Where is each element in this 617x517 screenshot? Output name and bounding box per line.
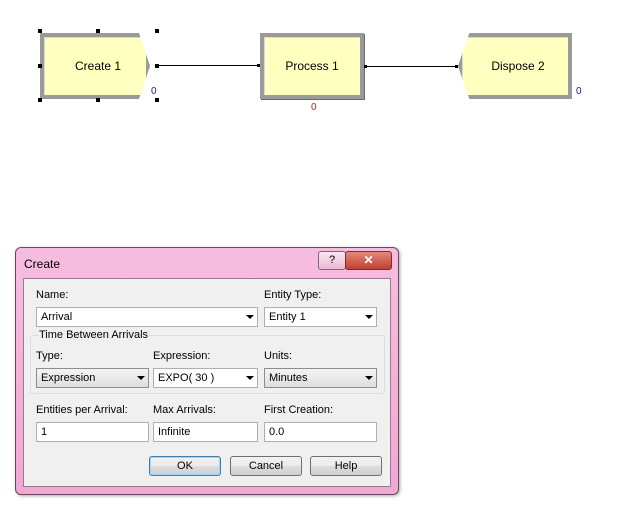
type-label: Type: xyxy=(36,350,63,362)
chevron-down-icon[interactable] xyxy=(246,376,254,380)
entities-per-arrival-input[interactable]: 1 xyxy=(36,422,149,442)
dialog-title: Create xyxy=(24,257,61,271)
create-module-counter: 0 xyxy=(151,86,157,97)
expression-combo[interactable]: EXPO( 30 ) xyxy=(153,368,258,388)
dispose-module-label: Dispose 2 xyxy=(491,59,545,73)
entry-point[interactable] xyxy=(257,64,260,67)
flowchart-canvas[interactable]: Create 1 0 Process 1 0 Dispose 2 0 xyxy=(0,0,617,240)
expression-value: EXPO( 30 ) xyxy=(158,372,215,384)
help-button[interactable]: Help xyxy=(310,456,382,476)
create-dialog: Create ? ✕ Name: Arrival Entity Type: En… xyxy=(15,247,399,495)
create-module[interactable]: Create 1 xyxy=(40,33,150,99)
chevron-down-icon[interactable] xyxy=(365,315,373,319)
entity-type-value: Entity 1 xyxy=(269,311,306,323)
name-combo[interactable]: Arrival xyxy=(36,307,258,327)
entry-point[interactable] xyxy=(455,65,458,68)
connector-process-dispose[interactable] xyxy=(366,66,458,67)
expression-label: Expression: xyxy=(153,350,211,362)
entity-type-label: Entity Type: xyxy=(264,289,322,301)
cancel-button[interactable]: Cancel xyxy=(230,456,302,476)
selection-handle[interactable] xyxy=(38,64,42,68)
connector-create-process[interactable] xyxy=(158,65,260,66)
chevron-down-icon[interactable] xyxy=(365,376,373,380)
selection-handle[interactable] xyxy=(155,29,159,33)
process-module-label: Process 1 xyxy=(285,59,339,73)
group-title: Time Between Arrivals xyxy=(38,329,150,341)
exit-point[interactable] xyxy=(364,65,367,68)
name-value: Arrival xyxy=(41,311,73,323)
selection-handle[interactable] xyxy=(38,98,42,102)
exit-point[interactable] xyxy=(156,64,159,67)
units-label: Units: xyxy=(264,350,293,362)
selection-handle[interactable] xyxy=(38,29,42,33)
chevron-down-icon[interactable] xyxy=(137,376,145,380)
max-arrivals-value: Infinite xyxy=(158,426,191,438)
process-module[interactable]: Process 1 xyxy=(260,33,364,99)
selection-handle[interactable] xyxy=(96,29,100,33)
type-value: Expression xyxy=(41,372,96,384)
entities-per-arrival-label: Entities per Arrival: xyxy=(36,404,128,416)
entities-per-arrival-value: 1 xyxy=(41,426,48,438)
process-module-counter: 0 xyxy=(311,102,317,113)
first-creation-input[interactable]: 0.0 xyxy=(264,422,377,442)
chevron-down-icon[interactable] xyxy=(246,315,254,319)
dispose-module[interactable]: Dispose 2 xyxy=(458,33,572,99)
type-select[interactable]: Expression xyxy=(36,368,149,388)
units-value: Minutes xyxy=(269,372,308,384)
max-arrivals-label: Max Arrivals: xyxy=(153,404,216,416)
entity-type-combo[interactable]: Entity 1 xyxy=(264,307,377,327)
first-creation-label: First Creation: xyxy=(264,404,334,416)
close-button[interactable]: ✕ xyxy=(345,251,392,270)
ok-button[interactable]: OK xyxy=(149,456,221,476)
dispose-module-counter: 0 xyxy=(576,86,582,97)
context-help-button[interactable]: ? xyxy=(318,251,346,270)
time-between-arrivals-group xyxy=(30,335,385,394)
dialog-body: Name: Arrival Entity Type: Entity 1 Time… xyxy=(23,278,391,487)
name-label: Name: xyxy=(36,289,69,301)
selection-handle[interactable] xyxy=(96,98,100,102)
first-creation-value: 0.0 xyxy=(269,426,285,438)
selection-handle[interactable] xyxy=(155,98,159,102)
units-select[interactable]: Minutes xyxy=(264,368,377,388)
create-module-label: Create 1 xyxy=(74,59,122,73)
dialog-titlebar[interactable]: Create ? ✕ xyxy=(16,248,398,278)
max-arrivals-input[interactable]: Infinite xyxy=(153,422,258,442)
